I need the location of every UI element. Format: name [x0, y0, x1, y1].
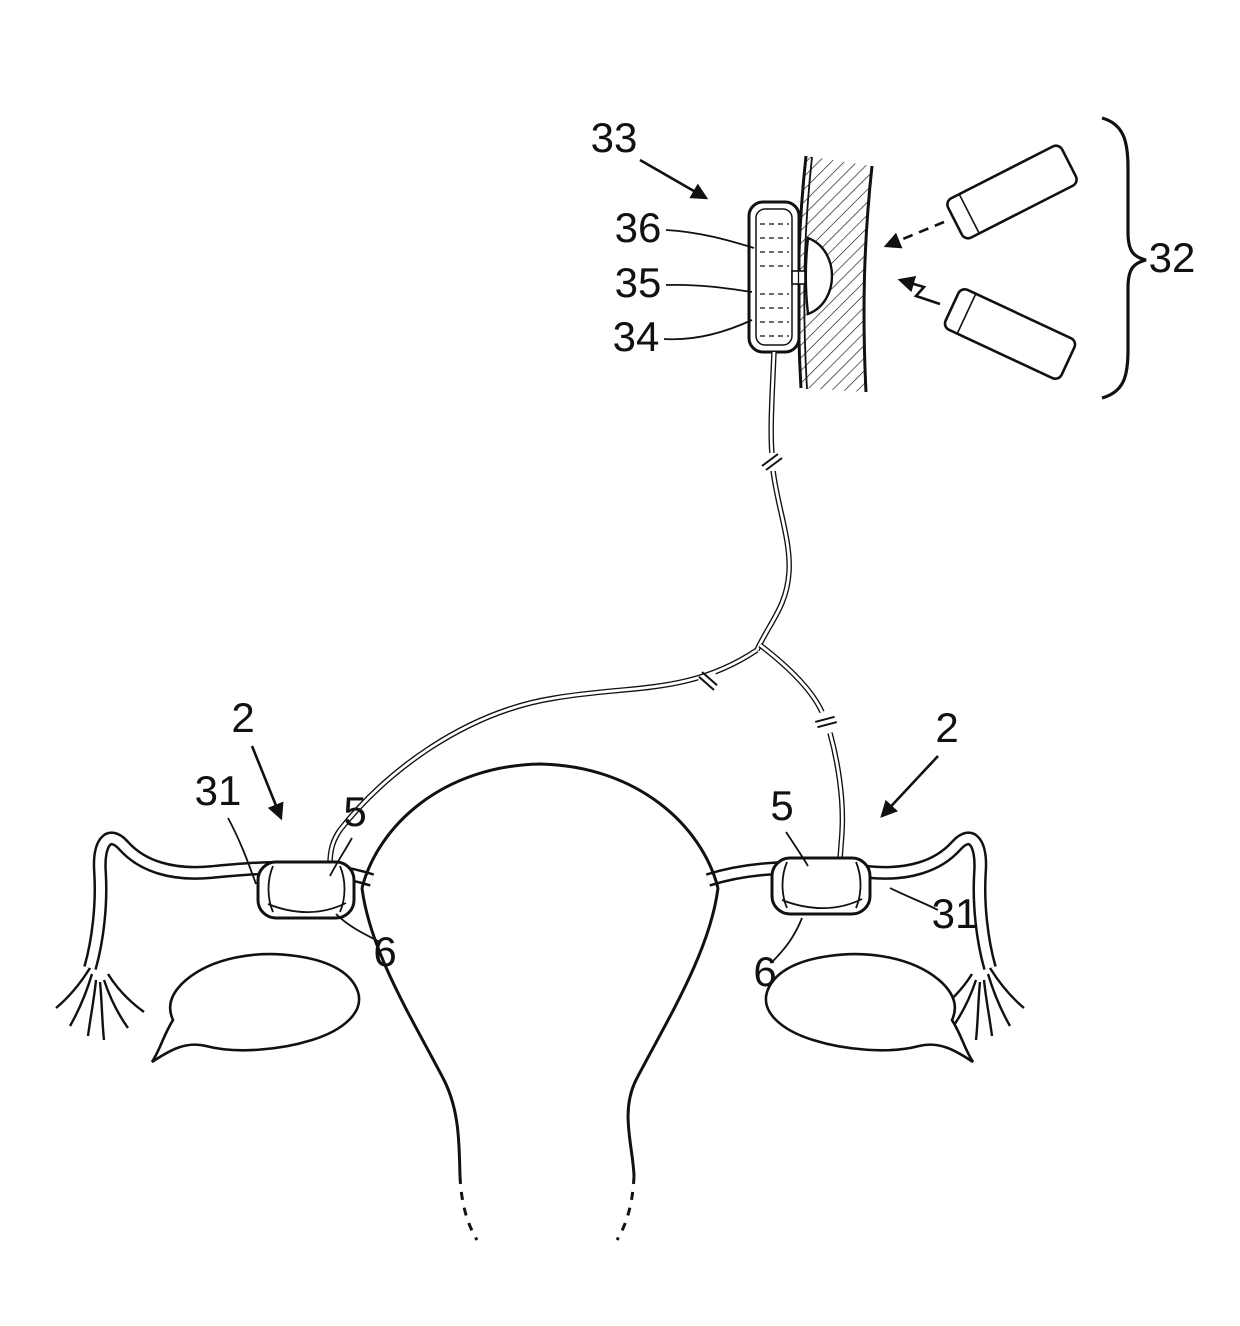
uterus-outline: [360, 762, 720, 1241]
label-2-left-arrow: [250, 745, 284, 821]
label-31-left: 31: [195, 767, 242, 814]
label-5-right-leader: [785, 831, 809, 867]
label-34-leader: [663, 319, 753, 341]
labels: 33 36 35 34 32 2 31 5 6 2 5 31 6: [195, 114, 1196, 995]
brace-32: [1101, 116, 1147, 400]
label-6-left: 6: [373, 928, 396, 975]
label-35-leader: [665, 283, 753, 293]
label-31-right-leader: [889, 887, 939, 911]
label-5-right: 5: [770, 782, 793, 829]
label-33: 33: [591, 114, 638, 161]
label-2-right-arrow: [880, 755, 939, 818]
left-fimbriae: [55, 967, 145, 1041]
label-5-left: 5: [343, 788, 366, 835]
label-6-right: 6: [753, 948, 776, 995]
label-6-right-leader: [771, 917, 803, 963]
label-36-leader: [665, 229, 755, 249]
label-32: 32: [1149, 234, 1196, 281]
label-36: 36: [615, 204, 662, 251]
label-2-right: 2: [935, 704, 958, 751]
right-ovary: [764, 952, 975, 1064]
implant-segments: [760, 223, 789, 337]
lead-wire-main: [754, 351, 792, 652]
lead-wire-right-branch: [758, 642, 846, 863]
external-remote-bottom: [943, 288, 1077, 380]
right-clip-device: [770, 856, 872, 916]
energy-signal-arrow: [897, 275, 941, 306]
telemetry-signal-arrow: [883, 220, 945, 249]
label-33-arrow: [639, 158, 709, 200]
label-2-left: 2: [231, 694, 254, 741]
label-35: 35: [615, 259, 662, 306]
label-34: 34: [613, 313, 660, 360]
implant-dome: [804, 236, 834, 316]
left-clip-device: [256, 860, 356, 920]
label-5-left-leader: [329, 837, 353, 877]
label-6-left-leader: [335, 913, 381, 943]
external-remote-top: [946, 144, 1078, 240]
ovaries: [150, 952, 975, 1064]
label-31-left-leader: [227, 817, 257, 885]
label-31-right: 31: [932, 890, 979, 937]
lead-wire-left-branch: [327, 647, 759, 865]
left-ovary: [150, 952, 361, 1064]
